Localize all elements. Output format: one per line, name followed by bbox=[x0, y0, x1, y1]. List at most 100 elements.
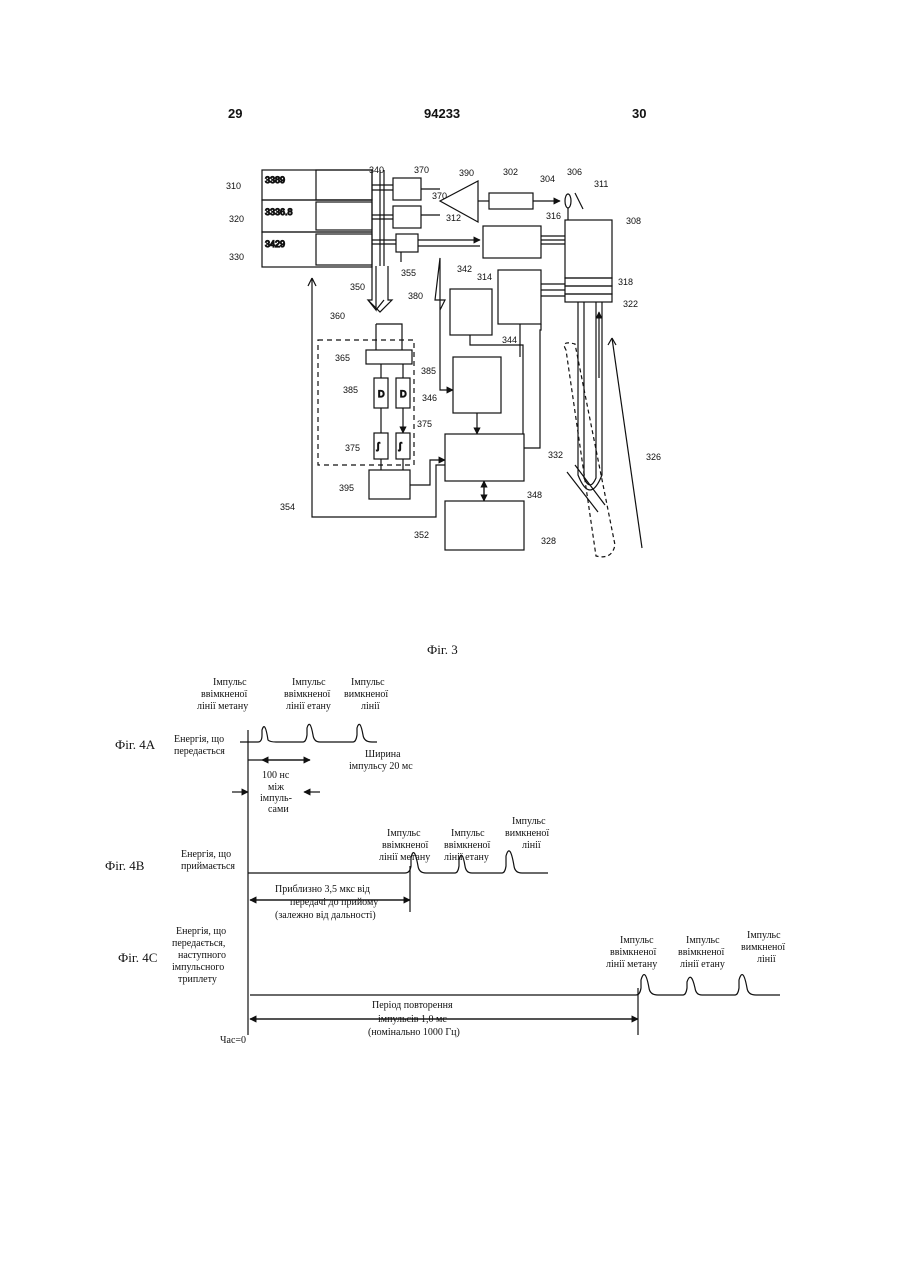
ref-302: 302 bbox=[503, 167, 518, 177]
fig4a-pulse1-l2: ввімкненої bbox=[201, 689, 248, 700]
ref-385b: 385 bbox=[421, 366, 436, 376]
fig4c-ylabel-3: наступного bbox=[178, 950, 226, 961]
fig4a-pulse3-l1: Імпульс bbox=[351, 677, 385, 688]
ref-346: 346 bbox=[422, 393, 437, 403]
fig4c-label: Фіг. 4C bbox=[118, 950, 157, 965]
ref-355: 355 bbox=[401, 268, 416, 278]
ref-314: 314 bbox=[477, 272, 492, 282]
fig4b-delay-l2: передачі до прийому bbox=[290, 897, 378, 908]
fig4b-pulse2-l1: Імпульс bbox=[451, 828, 485, 839]
fig4a-label: Фіг. 4A bbox=[115, 737, 156, 752]
fig4-diagrams bbox=[232, 724, 780, 1035]
ref-380: 380 bbox=[408, 291, 423, 301]
fig4c-pulse3-l2: вимкненої bbox=[741, 942, 785, 953]
fig4c-pulse3-l3: лінії bbox=[757, 954, 776, 965]
fig4b-ylabel-2: приймається bbox=[181, 861, 235, 872]
fig4a-pulse2-l2: ввімкненої bbox=[284, 689, 331, 700]
d-label-2: D bbox=[400, 389, 407, 399]
ref-320: 320 bbox=[229, 214, 244, 224]
fig4b-label: Фіг. 4B bbox=[105, 858, 145, 873]
fig4b-pulse2-l3: лінії етану bbox=[444, 852, 489, 863]
ref-340: 340 bbox=[369, 165, 384, 175]
fig4c-period-l1: Період повторення bbox=[372, 1000, 453, 1011]
ref-310: 310 bbox=[226, 181, 241, 191]
fig4b-pulse3-l3: лінії bbox=[522, 840, 541, 851]
ref-304: 304 bbox=[540, 174, 555, 184]
ref-308: 308 bbox=[626, 216, 641, 226]
fig4c-pulse2-l2: ввімкненої bbox=[678, 947, 725, 958]
ref-326: 326 bbox=[646, 452, 661, 462]
laser-unit-3 bbox=[262, 232, 372, 267]
ref-390: 390 bbox=[459, 168, 474, 178]
ref-385a: 385 bbox=[343, 385, 358, 395]
fig4a-gap-l4: сами bbox=[268, 804, 289, 815]
ref-318: 318 bbox=[618, 277, 633, 287]
fig4c-period-l3: (номінально 1000 Гц) bbox=[368, 1027, 460, 1038]
fig4a-pulse3-l2: вимкненої bbox=[344, 689, 388, 700]
fig4a-ylabel-1: Енергія, що bbox=[174, 734, 224, 745]
fig4c-ylabel-4: імпульсного bbox=[172, 962, 224, 973]
fig4c-ylabel-1: Енергія, що bbox=[176, 926, 226, 937]
unit-label-2: 3336.8 bbox=[265, 207, 293, 217]
svg-text:∫: ∫ bbox=[376, 441, 381, 451]
fig4c-pulse2-l1: Імпульс bbox=[686, 935, 720, 946]
ref-365: 365 bbox=[335, 353, 350, 363]
ref-370a: 370 bbox=[414, 165, 429, 175]
ref-322: 322 bbox=[623, 299, 638, 309]
fig4a-pulse2-l1: Імпульс bbox=[292, 677, 326, 688]
fig4c-pulse1-l1: Імпульс bbox=[620, 935, 654, 946]
ref-360: 360 bbox=[330, 311, 345, 321]
ref-316: 316 bbox=[546, 211, 561, 221]
ref-311: 311 bbox=[594, 179, 608, 189]
fig4b-pulse1-l1: Імпульс bbox=[387, 828, 421, 839]
fig4b-ylabel-1: Енергія, що bbox=[181, 849, 231, 860]
ref-370b: 370 bbox=[432, 191, 447, 201]
ref-395: 395 bbox=[339, 483, 354, 493]
ref-344: 344 bbox=[502, 335, 517, 345]
fig4a-width-l1: Ширина bbox=[365, 749, 401, 760]
fig4a-pulse3-l3: лінії bbox=[361, 701, 380, 712]
fig4c-pulse1-l3: лінії метану bbox=[606, 959, 657, 970]
ref-328: 328 bbox=[541, 536, 556, 546]
fig4c-ylabel-2: передається, bbox=[172, 938, 225, 949]
fig4b-delay-l3: (залежно від дальності) bbox=[275, 910, 376, 921]
unit-label-3: 3429 bbox=[265, 239, 285, 249]
fig4c-pulse1-l2: ввімкненої bbox=[610, 947, 657, 958]
fig4c-pulse2-l3: лінії етану bbox=[680, 959, 725, 970]
ref-352: 352 bbox=[414, 530, 429, 540]
ref-330: 330 bbox=[229, 252, 244, 262]
fig4b-pulse2-l2: ввімкненої bbox=[444, 840, 491, 851]
fig4c-ylabel-5: триплету bbox=[178, 974, 217, 985]
fig4b-pulse1-l2: ввімкненої bbox=[382, 840, 429, 851]
ref-348: 348 bbox=[527, 490, 542, 500]
ref-312: 312 bbox=[446, 213, 461, 223]
ref-375a: 375 bbox=[345, 443, 360, 453]
fig4a-gap-l1: 100 нс bbox=[262, 770, 290, 781]
fig3-diagram: 3389 3336.8 3429 bbox=[262, 170, 642, 557]
fig4c-pulse3-l1: Імпульс bbox=[747, 930, 781, 941]
unit-label-1: 3389 bbox=[265, 175, 285, 185]
ref-354: 354 bbox=[280, 502, 295, 512]
ref-332: 332 bbox=[548, 450, 563, 460]
fig4a-width-l2: імпульсу 20 мс bbox=[349, 761, 413, 772]
ref-350: 350 bbox=[350, 282, 365, 292]
ref-342: 342 bbox=[457, 264, 472, 274]
time-zero-label: Час=0 bbox=[220, 1035, 246, 1046]
fig3-caption: Фіг. 3 bbox=[427, 642, 458, 657]
fig4b-pulse3-l2: вимкненої bbox=[505, 828, 549, 839]
fig4a-gap-l2: між bbox=[268, 782, 284, 793]
ref-375b: 375 bbox=[417, 419, 432, 429]
fig4b-pulse3-l1: Імпульс bbox=[512, 816, 546, 827]
fig4a-gap-l3: імпуль- bbox=[260, 793, 292, 804]
ref-306: 306 bbox=[567, 167, 582, 177]
fig4c-period-l2: імпульсів 1,0 мс bbox=[378, 1014, 447, 1025]
svg-text:∫: ∫ bbox=[398, 441, 403, 451]
fig4a-ylabel-2: передається bbox=[174, 746, 225, 757]
fig4a-pulse1-l1: Імпульс bbox=[213, 677, 247, 688]
fig4b-delay-l1: Приблизно 3,5 мкс від bbox=[275, 884, 370, 895]
fig4b-pulse1-l3: лінії метану bbox=[379, 852, 430, 863]
fig4a-pulse2-l3: лінії етану bbox=[286, 701, 331, 712]
d-label-1: D bbox=[378, 389, 385, 399]
fig4a-pulse1-l3: лінії метану bbox=[197, 701, 248, 712]
